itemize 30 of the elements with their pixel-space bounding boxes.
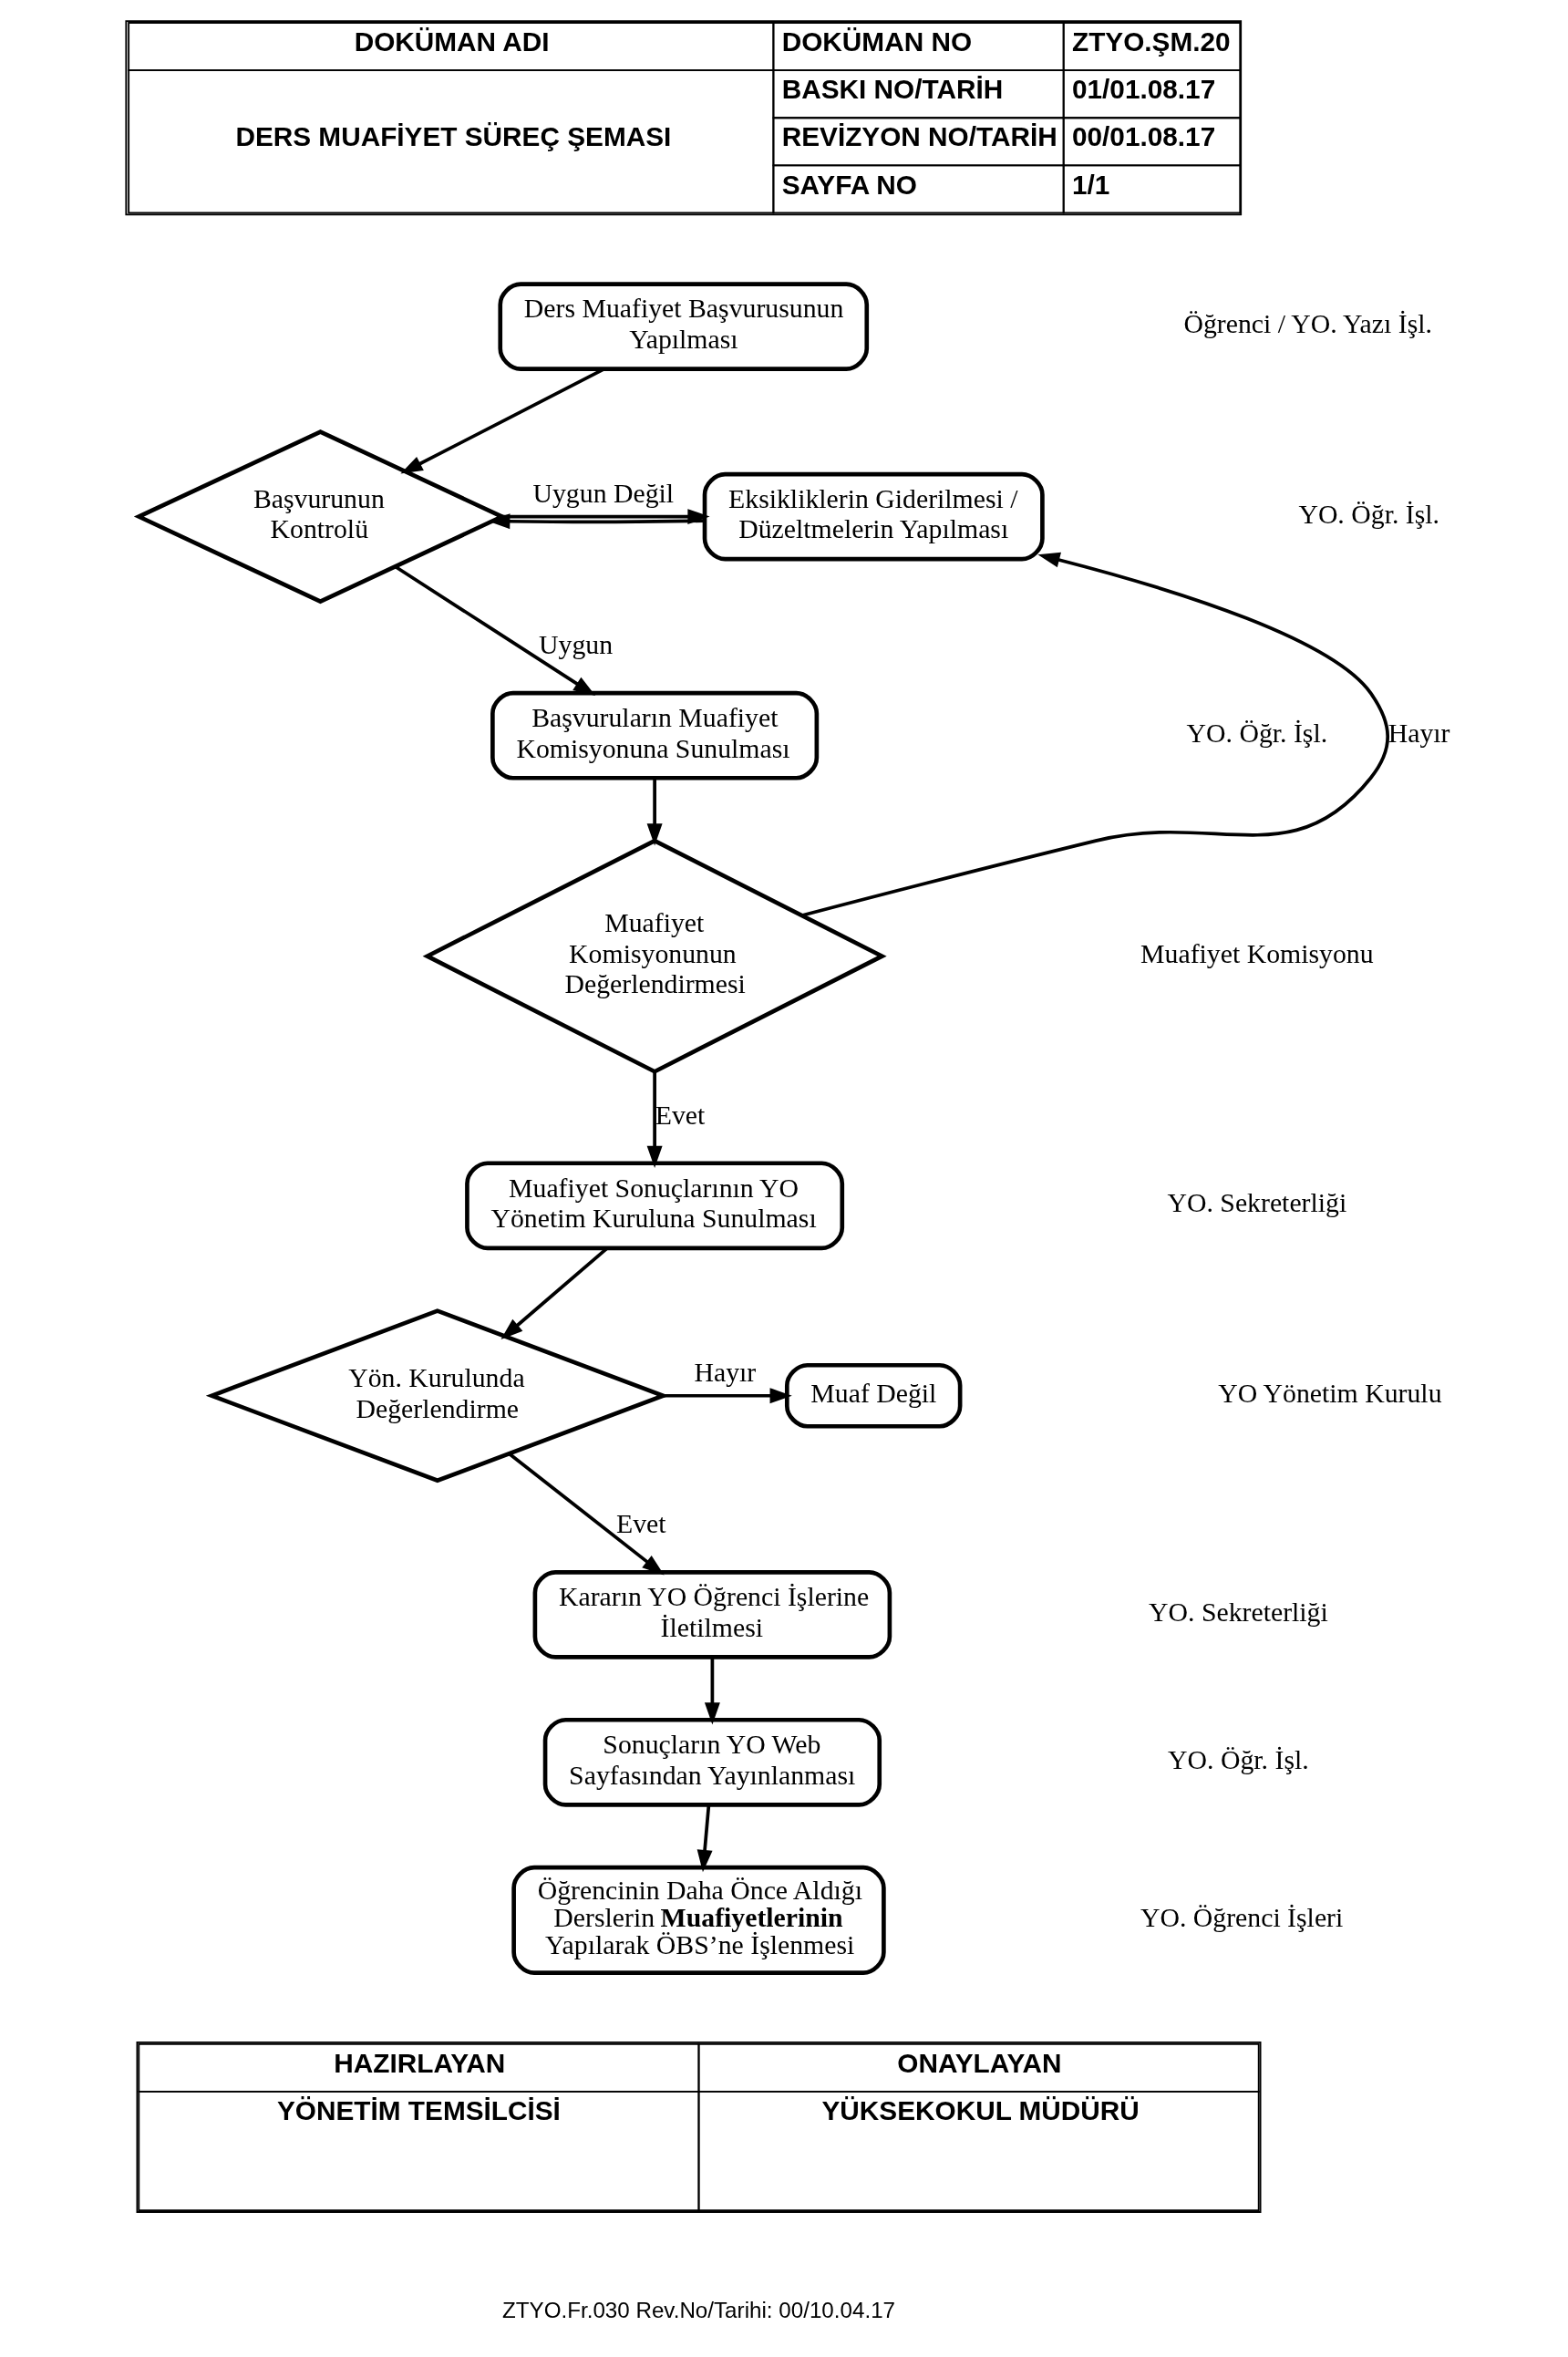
label: YÖNETİM TEMSİLCİSİ (276, 2095, 561, 2126)
edge-label: Evet (615, 1508, 665, 1539)
edge-label: Evet (655, 1099, 705, 1130)
label: 1/1 (1071, 169, 1109, 200)
label: YO. Sekreterliği (1148, 1596, 1328, 1627)
label: ZTYO.Fr.030 Rev.No/Tarihi: 00/10.04.17 (501, 2298, 895, 2323)
label: YO. Öğr. İşl. (1167, 1743, 1309, 1774)
label: YÜKSEKOKUL MÜDÜRÜ (820, 2095, 1140, 2126)
label: 01/01.08.17 (1071, 74, 1215, 105)
label: DOKÜMAN NO (781, 26, 972, 57)
label: Öğrenci / YO. Yazı İşl. (1182, 308, 1432, 339)
edge-label: Uygun (538, 629, 613, 659)
label: REVİZYON NO/TARİH (781, 121, 1057, 152)
label: DERS MUAFİYET SÜREÇ ŞEMASI (234, 121, 671, 152)
label: YO Yönetim Kurulu (1217, 1377, 1442, 1408)
label: Muafiyet Komisyonu (1140, 937, 1374, 968)
label: 00/01.08.17 (1071, 121, 1215, 152)
edge-label: Uygun Değil (532, 478, 674, 509)
label: YO. Sekreterliği (1166, 1187, 1346, 1218)
label: YO. Öğr. İşl. (1186, 717, 1327, 748)
label: YO. Öğr. İşl. (1297, 498, 1439, 529)
label: BASKI NO/TARİH (781, 74, 1003, 105)
label: YO. Öğrenci İşleri (1140, 1901, 1343, 1932)
label: DOKÜMAN ADI (354, 26, 550, 57)
label: ZTYO.ŞM.20 (1071, 26, 1231, 57)
label: ONAYLAYAN (896, 2048, 1062, 2079)
edge-label: Hayır (693, 1357, 756, 1388)
label: SAYFA NO (781, 169, 917, 200)
label: HAZIRLAYAN (333, 2048, 505, 2079)
edge-label: Hayır (1387, 717, 1449, 748)
